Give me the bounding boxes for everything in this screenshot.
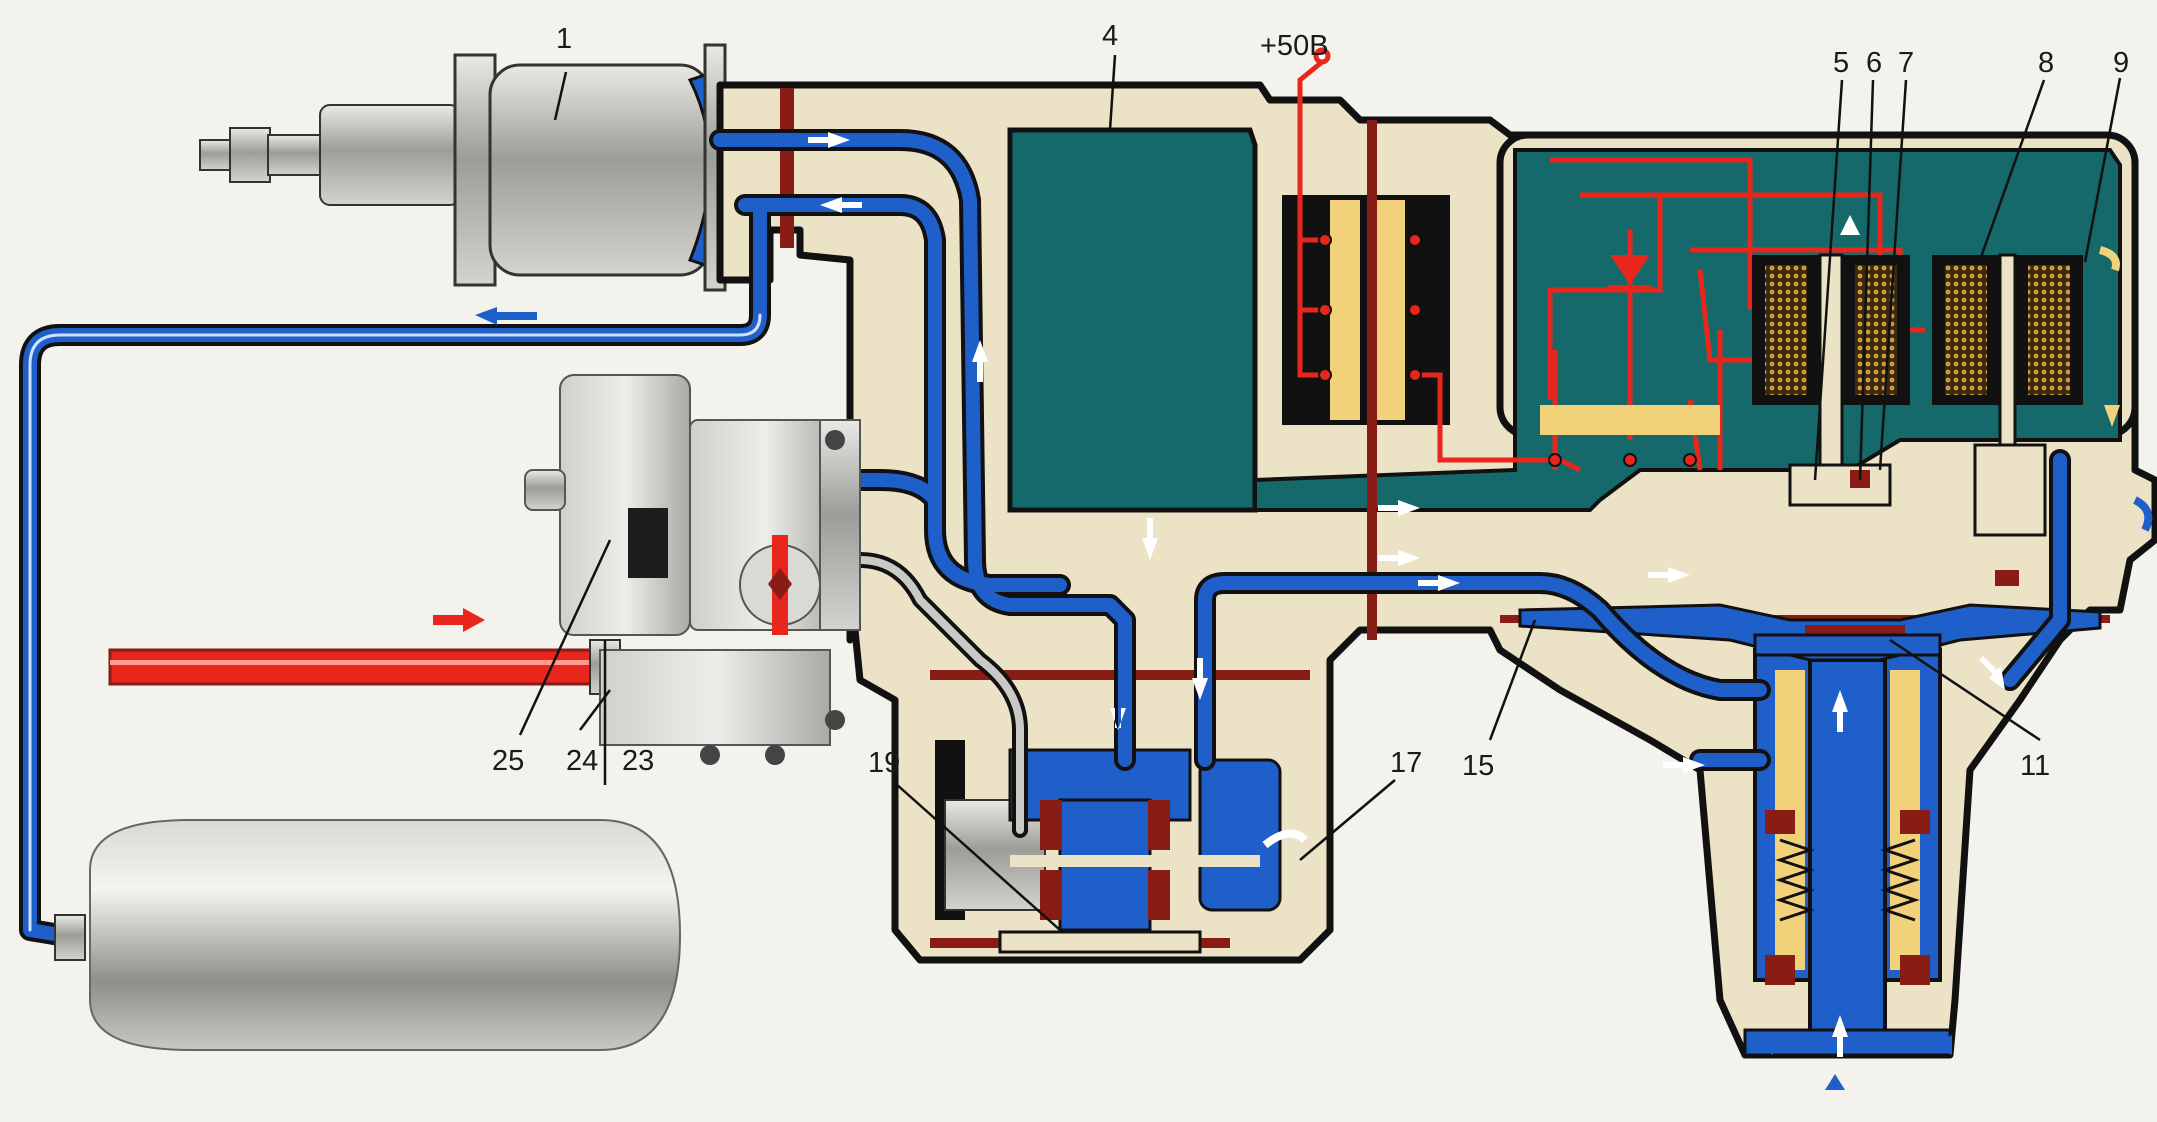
label-23: 23 xyxy=(622,745,654,777)
label-15: 15 xyxy=(1462,750,1494,782)
label-17: 17 xyxy=(1390,747,1422,779)
labels: +50В 1 4 5 6 7 8 9 11 15 17 19 23 24 25 xyxy=(492,20,2129,782)
air-cylinder xyxy=(199,43,727,292)
label-5: 5 xyxy=(1833,47,1849,79)
coil-icon xyxy=(1752,253,2083,586)
contact-terminals xyxy=(1318,233,1697,467)
label-19: 19 xyxy=(868,747,900,779)
exhaust-assembly xyxy=(1518,603,2102,1057)
label-7: 7 xyxy=(1898,47,1914,79)
leader-lines xyxy=(518,54,2122,931)
label-6: 6 xyxy=(1866,47,1882,79)
terminal-strip xyxy=(1540,405,1720,435)
flow-arrow-icon xyxy=(433,132,2153,1090)
spring-icon xyxy=(1775,838,1815,922)
label-11: 11 xyxy=(2020,750,2050,782)
voltage-label: +50В xyxy=(1260,30,1329,62)
label-8: 8 xyxy=(2038,47,2054,79)
diode-icon xyxy=(1608,255,1652,291)
label-25: 25 xyxy=(492,745,524,777)
air-ducts xyxy=(19,129,2071,946)
label-9: 9 xyxy=(2113,47,2129,79)
valve-25 xyxy=(524,374,861,765)
label-24: 24 xyxy=(566,745,598,777)
label-4: 4 xyxy=(1102,20,1118,52)
air-reservoir xyxy=(54,819,682,1051)
label-1: 1 xyxy=(556,23,572,55)
relay-valve-chamber xyxy=(935,740,1282,954)
